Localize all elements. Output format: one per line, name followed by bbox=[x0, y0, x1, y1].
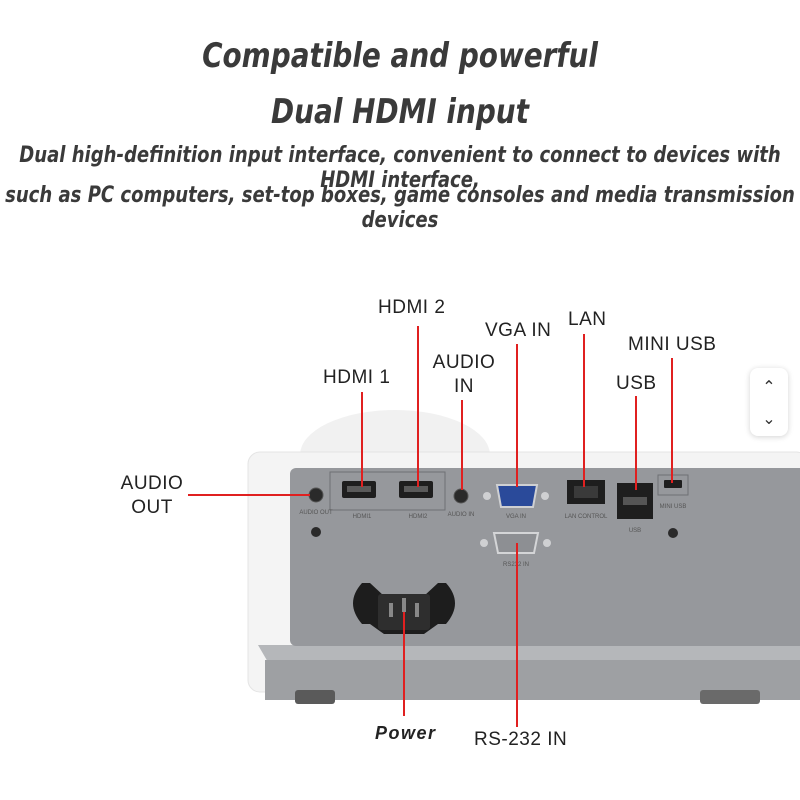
power-pin-left bbox=[389, 603, 393, 617]
panel-label-lan-control: LAN CONTROL bbox=[565, 514, 608, 520]
scroll-control: ⌃ ⌄ bbox=[750, 368, 788, 436]
callout-label-audio-out-line2: OUT bbox=[131, 497, 173, 518]
headline-title: Compatible and powerful bbox=[202, 36, 598, 76]
hdmi2-port-inner bbox=[404, 486, 428, 492]
panel-label-hdmi2: HDMI2 bbox=[409, 514, 428, 520]
mini-usb-screw bbox=[668, 528, 678, 538]
callout-label-hdmi1: HDMI 1 bbox=[323, 367, 391, 388]
chevron-down-icon[interactable]: ⌄ bbox=[762, 409, 776, 428]
headline-subtitle: Dual HDMI input bbox=[271, 92, 529, 132]
hdmi-group-frame bbox=[329, 471, 446, 511]
power-pin-middle bbox=[402, 598, 406, 612]
description-line-1: Dual high-definition input interface, co… bbox=[19, 143, 781, 193]
callout-label-audio-out-line1: AUDIO bbox=[120, 473, 184, 494]
chevron-up-icon[interactable]: ⌃ bbox=[762, 377, 776, 396]
rs232-screw-right bbox=[543, 539, 551, 547]
callout-label-audio-in: AUDIO IN bbox=[432, 352, 496, 398]
callout-label-usb: USB bbox=[616, 373, 657, 394]
vga-port bbox=[495, 484, 539, 508]
callout-label-power: Power bbox=[375, 723, 437, 743]
panel-label-audio-in: AUDIO IN bbox=[448, 512, 475, 518]
vga-screw-left bbox=[483, 492, 491, 500]
audio-out-jack bbox=[308, 487, 324, 503]
panel-label-vga-in: VGA IN bbox=[506, 514, 526, 520]
projector-foot-left bbox=[295, 690, 335, 704]
audio-out-screw bbox=[311, 527, 321, 537]
projector-foot-right bbox=[700, 690, 760, 704]
power-pin-right bbox=[415, 603, 419, 617]
callout-label-audio-in-line1: AUDIO bbox=[432, 352, 496, 373]
usb-port-inner bbox=[623, 497, 647, 505]
lan-port-inner bbox=[574, 486, 598, 498]
description-line-2: such as PC computers, set-top boxes, gam… bbox=[5, 183, 795, 233]
hdmi1-port-inner bbox=[347, 486, 371, 492]
vga-screw-right bbox=[541, 492, 549, 500]
panel-label-mini-usb: MINI USB bbox=[660, 504, 687, 510]
callout-label-rs232-in: RS-232 IN bbox=[474, 729, 568, 750]
mini-usb-port bbox=[664, 480, 682, 488]
panel-label-usb: USB bbox=[629, 528, 641, 534]
callout-label-hdmi2: HDMI 2 bbox=[378, 297, 446, 318]
callout-label-vga-in: VGA IN bbox=[485, 320, 552, 341]
callout-label-mini-usb: MINI USB bbox=[628, 334, 717, 355]
callout-label-audio-out: AUDIO OUT bbox=[118, 473, 186, 519]
audio-in-jack bbox=[453, 488, 469, 504]
callout-label-lan: LAN bbox=[568, 309, 607, 330]
rs232-screw-left bbox=[480, 539, 488, 547]
callout-label-audio-in-line2: IN bbox=[454, 376, 474, 397]
callout-lines bbox=[188, 326, 673, 727]
panel-label-audio-out: AUDIO OUT bbox=[299, 510, 333, 516]
panel-label-hdmi1: HDMI1 bbox=[353, 514, 372, 520]
